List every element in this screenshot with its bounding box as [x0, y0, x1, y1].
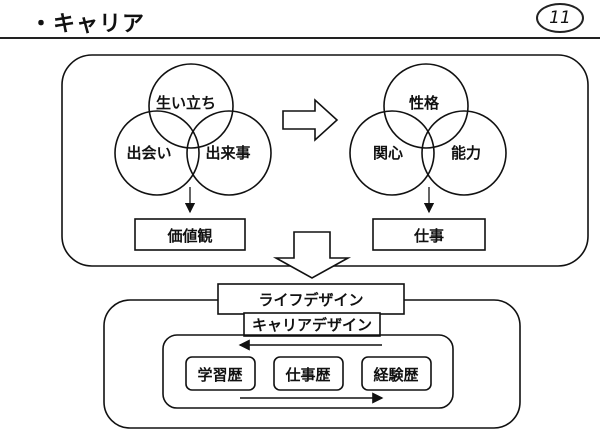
- job-label: 仕事: [413, 227, 444, 245]
- venn-left-label-left: 出会い: [126, 144, 171, 162]
- career-design-box: [243, 312, 381, 337]
- venn-right-circle-bottom-right: [421, 110, 507, 196]
- venn-left-circle-bottom-left: [114, 110, 200, 196]
- work-history-label: 仕事歴: [284, 366, 330, 384]
- work-history-box: [273, 356, 344, 391]
- venn-left-circle-top: [148, 63, 234, 149]
- venn-right-label-top: 性格: [409, 94, 440, 112]
- venn-right-label-right: 能力: [451, 144, 481, 162]
- values-box: [134, 218, 246, 251]
- life-design-box: [217, 283, 405, 315]
- venn-left-circle-bottom-right: [186, 110, 272, 196]
- learning-history-label: 学習歴: [197, 366, 242, 384]
- venn-left-label-right: 出来事: [205, 144, 250, 162]
- life-design-label: ライフデザイン: [258, 291, 363, 309]
- history-container: [162, 334, 454, 409]
- venn-right-circle-top: [383, 63, 469, 149]
- learning-history-box: [185, 356, 256, 391]
- venn-left: 生い立ち 出会い 出来事: [114, 63, 272, 214]
- title-underline: [0, 37, 600, 39]
- venn-left-label-top: 生い立ち: [156, 94, 216, 112]
- job-box: [372, 218, 486, 251]
- values-label: 価値観: [166, 227, 212, 245]
- experience-history-label: 経験歴: [373, 366, 418, 384]
- page-number-badge: 11: [536, 3, 584, 33]
- block-arrow-right-icon: [282, 98, 339, 142]
- experience-history-box: [361, 356, 432, 391]
- career-design-label: キャリアデザイン: [252, 316, 372, 334]
- venn-right: 性格 関心 能力: [349, 63, 507, 214]
- block-arrow-down-icon: [272, 231, 352, 279]
- venn-right-circle-bottom-left: [349, 110, 435, 196]
- slide-title: ・キャリア: [30, 12, 146, 37]
- venn-right-label-left: 関心: [373, 144, 403, 162]
